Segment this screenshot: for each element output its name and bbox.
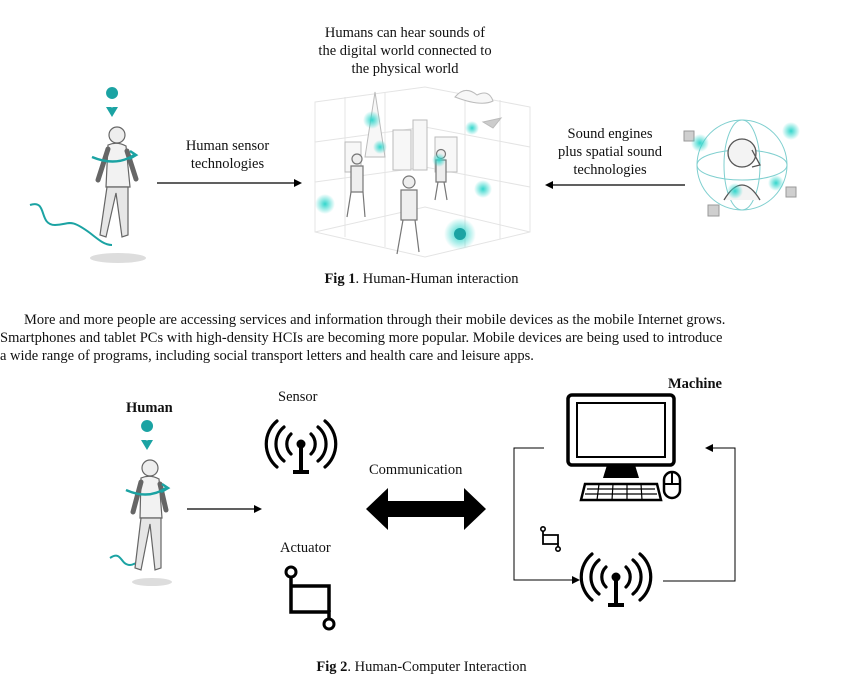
mouse-icon	[662, 470, 682, 500]
body-paragraph: More and more people are accessing servi…	[0, 312, 726, 364]
keyboard-icon	[579, 482, 663, 502]
fig2-caption: Fig 2. Human-Computer Interaction	[316, 659, 527, 675]
antenna-icon	[264, 419, 338, 474]
communication-label: Communication	[369, 462, 463, 478]
spatial-sound-illustration	[683, 119, 800, 217]
figure-1: Humans can hear sounds of the digital wo…	[0, 0, 843, 295]
double-arrow-icon	[366, 488, 486, 530]
walking-person-icon	[109, 420, 172, 586]
fig1-center-text: Humans can hear sounds of the digital wo…	[318, 25, 492, 77]
location-pin-icon	[106, 87, 119, 117]
fig1-left-arrow	[157, 179, 302, 187]
sensor-label: Sensor	[278, 389, 318, 405]
machine-label: Machine	[668, 376, 722, 392]
actuator-icon-small	[539, 525, 562, 552]
fig1-right-label: Sound engines plus spatial sound technol…	[558, 126, 662, 178]
human-to-sensor-arrow	[187, 505, 262, 513]
fig1-left-label: Human sensor technologies	[185, 138, 270, 172]
fig1-right-arrow	[545, 181, 685, 189]
location-pin-icon	[141, 420, 154, 450]
computer-monitor-icon	[566, 393, 682, 502]
actuator-label: Actuator	[280, 540, 331, 556]
actuator-icon	[284, 565, 336, 631]
figure-2: Human Sensor Communication Actuator Mach…	[0, 370, 843, 681]
machine-loop-lines	[513, 444, 736, 584]
walking-person-icon	[29, 87, 146, 263]
antenna-icon-machine	[579, 552, 653, 607]
city-scene-illustration	[314, 86, 531, 258]
fig1-caption: Fig 1. Human-Human interaction	[324, 271, 519, 287]
human-label: Human	[126, 400, 173, 416]
